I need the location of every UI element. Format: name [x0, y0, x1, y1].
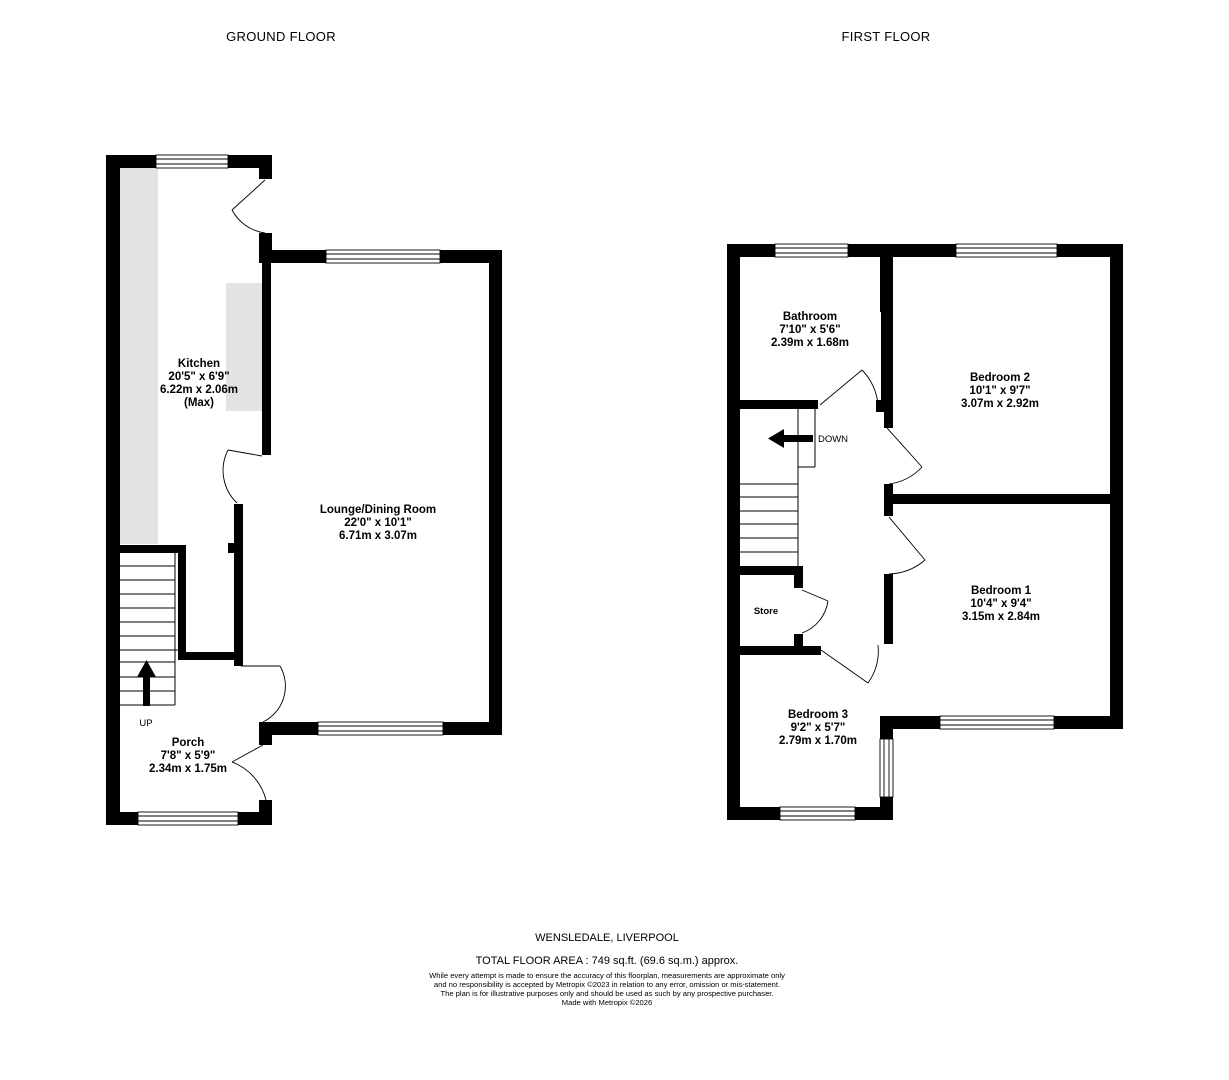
kitchen-metric: 6.22m x 2.06m: [160, 384, 238, 396]
kitchen-imperial: 20'5" x 6'9": [168, 371, 229, 383]
kitchen-worktop-right: [226, 283, 262, 411]
porch-name: Porch: [172, 737, 205, 749]
ground-floor-doors: [222, 179, 286, 801]
bedroom3-imperial: 9'2" x 5'7": [791, 722, 846, 734]
porch-imperial: 7'8" x 5'9": [161, 750, 216, 762]
ground-floor-title: GROUND FLOOR: [226, 29, 336, 44]
room-bedroom2-label: Bedroom 2 10'1" x 9'7" 3.07m x 2.92m: [961, 372, 1039, 410]
kitchen-worktop-left: [120, 168, 158, 544]
first-floor-windows: [774, 243, 1058, 821]
room-bathroom-label: Bathroom 7'10" x 5'6" 2.39m x 1.68m: [771, 311, 849, 349]
room-bedroom1-label: Bedroom 1 10'4" x 9'4" 3.15m x 2.84m: [962, 585, 1040, 623]
bedroom1-imperial: 10'4" x 9'4": [970, 598, 1031, 610]
disclaimer-line-2: and no responsibility is accepted by Met…: [434, 980, 780, 989]
disclaimer-line-3: The plan is for illustrative purposes on…: [440, 989, 773, 998]
bedroom1-name: Bedroom 1: [971, 585, 1032, 597]
porch-metric: 2.34m x 1.75m: [149, 763, 227, 775]
stairs-up-label: UP: [139, 718, 152, 729]
bedroom3-metric: 2.79m x 1.70m: [779, 735, 857, 747]
ground-floor-windows: [137, 154, 444, 826]
bedroom2-imperial: 10'1" x 9'7": [969, 385, 1030, 397]
total-floor-area: TOTAL FLOOR AREA : 749 sq.ft. (69.6 sq.m…: [476, 955, 739, 967]
down-arrow-icon: [768, 429, 813, 448]
room-lounge-label: Lounge/Dining Room 22'0" x 10'1" 6.71m x…: [320, 504, 436, 542]
bedroom1-metric: 3.15m x 2.84m: [962, 611, 1040, 623]
lounge-name: Lounge/Dining Room: [320, 504, 436, 516]
kitchen-note: (Max): [184, 397, 214, 409]
bathroom-metric: 2.39m x 1.68m: [771, 337, 849, 349]
first-floor-title: FIRST FLOOR: [841, 29, 930, 44]
kitchen-name: Kitchen: [178, 358, 220, 370]
address: WENSLEDALE, LIVERPOOL: [535, 932, 679, 944]
disclaimer-line-4: Made with Metropix ©2026: [562, 998, 652, 1007]
bedroom2-name: Bedroom 2: [970, 372, 1030, 384]
bathroom-name: Bathroom: [783, 311, 837, 323]
stairs-down-label: DOWN: [818, 434, 848, 445]
up-arrow-icon: [137, 660, 156, 706]
bathroom-imperial: 7'10" x 5'6": [779, 324, 840, 336]
store-label: Store: [754, 606, 778, 617]
ground-floor-walls: [106, 155, 502, 825]
first-floor-plan: [727, 243, 1123, 821]
first-floor-walls: [727, 244, 1123, 820]
bedroom2-metric: 3.07m x 2.92m: [961, 398, 1039, 410]
room-bedroom3-label: Bedroom 3 9'2" x 5'7" 2.79m x 1.70m: [779, 709, 857, 747]
first-stairs: [740, 409, 816, 566]
room-porch-label: Porch 7'8" x 5'9" 2.34m x 1.75m: [149, 737, 227, 775]
lounge-metric: 6.71m x 3.07m: [339, 530, 417, 542]
lounge-imperial: 22'0" x 10'1": [344, 517, 412, 529]
bedroom3-name: Bedroom 3: [788, 709, 848, 721]
first-floor-doors: [801, 369, 926, 684]
room-kitchen-label: Kitchen 20'5" x 6'9" 6.22m x 2.06m (Max): [160, 358, 238, 409]
disclaimer-line-1: While every attempt is made to ensure th…: [429, 971, 785, 980]
ground-floor-plan: [106, 154, 502, 826]
